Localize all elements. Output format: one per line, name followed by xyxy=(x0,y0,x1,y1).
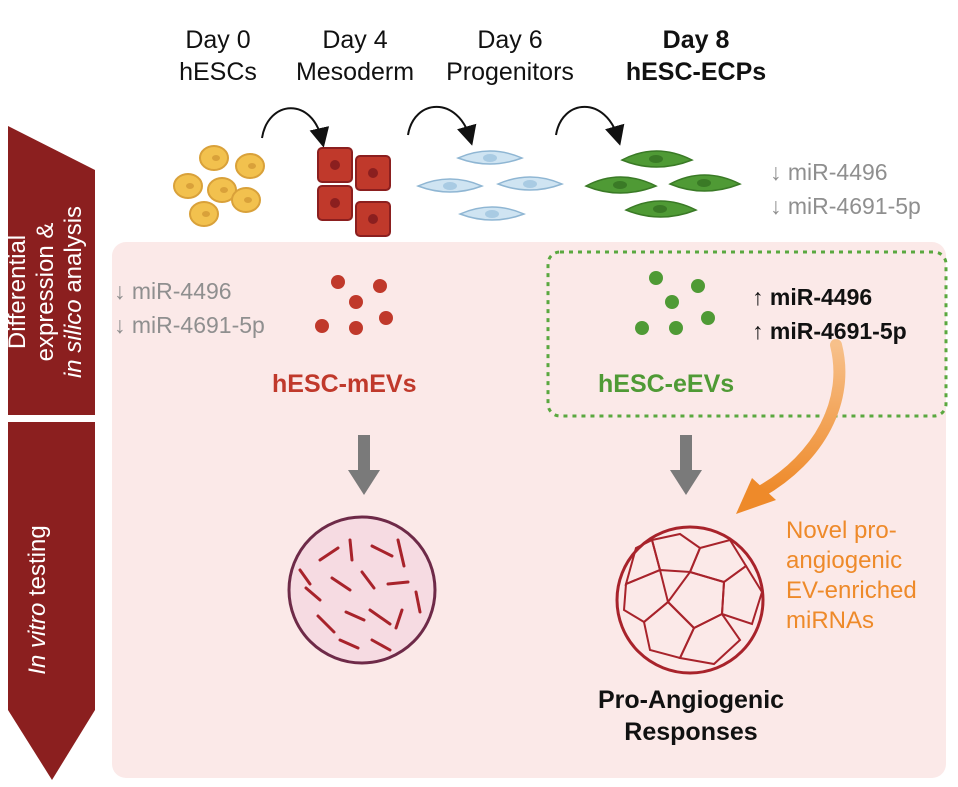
mev-particles xyxy=(315,275,393,335)
eev-highlight-box xyxy=(546,250,948,418)
ecp-cells xyxy=(584,150,742,218)
stage-day8-day: Day 8 xyxy=(662,26,730,54)
stage-day0: Day 0 hESCs xyxy=(168,24,268,88)
eev-mirna-1: ↑ miR-4496 xyxy=(752,284,873,310)
sidebar-line-3-italic: in silico xyxy=(60,299,87,379)
arrow-day0-day4 xyxy=(261,107,330,148)
mesoderm-cells xyxy=(317,147,391,237)
orange-curved-arrow xyxy=(754,339,846,498)
stage-day4: Day 4 Mesoderm xyxy=(280,24,430,88)
sidebar-testing-rest: testing xyxy=(24,525,51,603)
arrow-day6-day8 xyxy=(555,105,625,146)
eev-assay-well xyxy=(615,525,765,675)
arrow-day4-day6 xyxy=(407,105,477,146)
stage-day0-name: hESCs xyxy=(179,58,257,86)
orange-arrowhead xyxy=(736,478,776,514)
stage-day4-day: Day 4 xyxy=(322,26,388,54)
mev-mirna-1: ↓ miR-4496 xyxy=(114,278,232,304)
stage-day4-name: Mesoderm xyxy=(295,58,415,86)
eev-label: hESC-eEVs xyxy=(598,370,735,398)
stage-day0-day: Day 0 xyxy=(185,26,251,54)
sidebar-line-3: in silico analysis xyxy=(60,172,88,412)
progenitor-cells xyxy=(416,150,564,221)
novel-note-line-1: Novel pro- xyxy=(786,517,897,544)
mev-assay-well xyxy=(287,515,437,665)
sidebar-testing-label: In vitro testing xyxy=(24,500,52,700)
sidebar-arrow-top xyxy=(8,126,95,415)
eev-mirna-2: ↑ miR-4691-5p xyxy=(752,318,907,344)
mev-mirna-2: ↓ miR-4691-5p xyxy=(114,312,265,338)
responses-line-1: Pro-Angiogenic xyxy=(597,686,785,714)
sidebar-line-3-rest: analysis xyxy=(60,205,87,300)
stage-day8-name: hESC-ECPs xyxy=(625,58,767,86)
sidebar-arrow-bottom xyxy=(8,422,95,780)
novel-note-line-4: miRNAs xyxy=(786,607,874,634)
novel-mirna-note: Novel pro- angiogenic EV-enriched miRNAs xyxy=(786,516,917,636)
eev-particles xyxy=(635,271,715,335)
novel-note-line-3: EV-enriched xyxy=(786,577,917,604)
stage-day6: Day 6 Progenitors xyxy=(428,24,592,88)
down-arrow-eev xyxy=(670,435,702,495)
hesc-cells xyxy=(173,145,265,227)
novel-note-line-2: angiogenic xyxy=(786,547,903,574)
sidebar-analysis-label: Differential expression & in silico anal… xyxy=(4,172,88,412)
sidebar-testing-italic: In vitro xyxy=(24,602,51,675)
sidebar-line-1: Differential xyxy=(4,234,31,350)
responses-line-2: Responses xyxy=(624,718,758,746)
stage-day6-day: Day 6 xyxy=(477,26,543,54)
ecp-mirna-1: ↓ miR-4496 xyxy=(770,159,888,185)
ecp-mirna-2: ↓ miR-4691-5p xyxy=(770,193,921,219)
pro-angiogenic-responses: Pro-Angiogenic Responses xyxy=(578,684,804,748)
stage-day8: Day 8 hESC-ECPs xyxy=(606,24,786,88)
stage-day6-name: Progenitors xyxy=(446,58,574,86)
down-arrow-mev xyxy=(348,435,380,495)
mev-label: hESC-mEVs xyxy=(272,370,417,398)
sidebar-line-2: expression & xyxy=(32,222,59,362)
